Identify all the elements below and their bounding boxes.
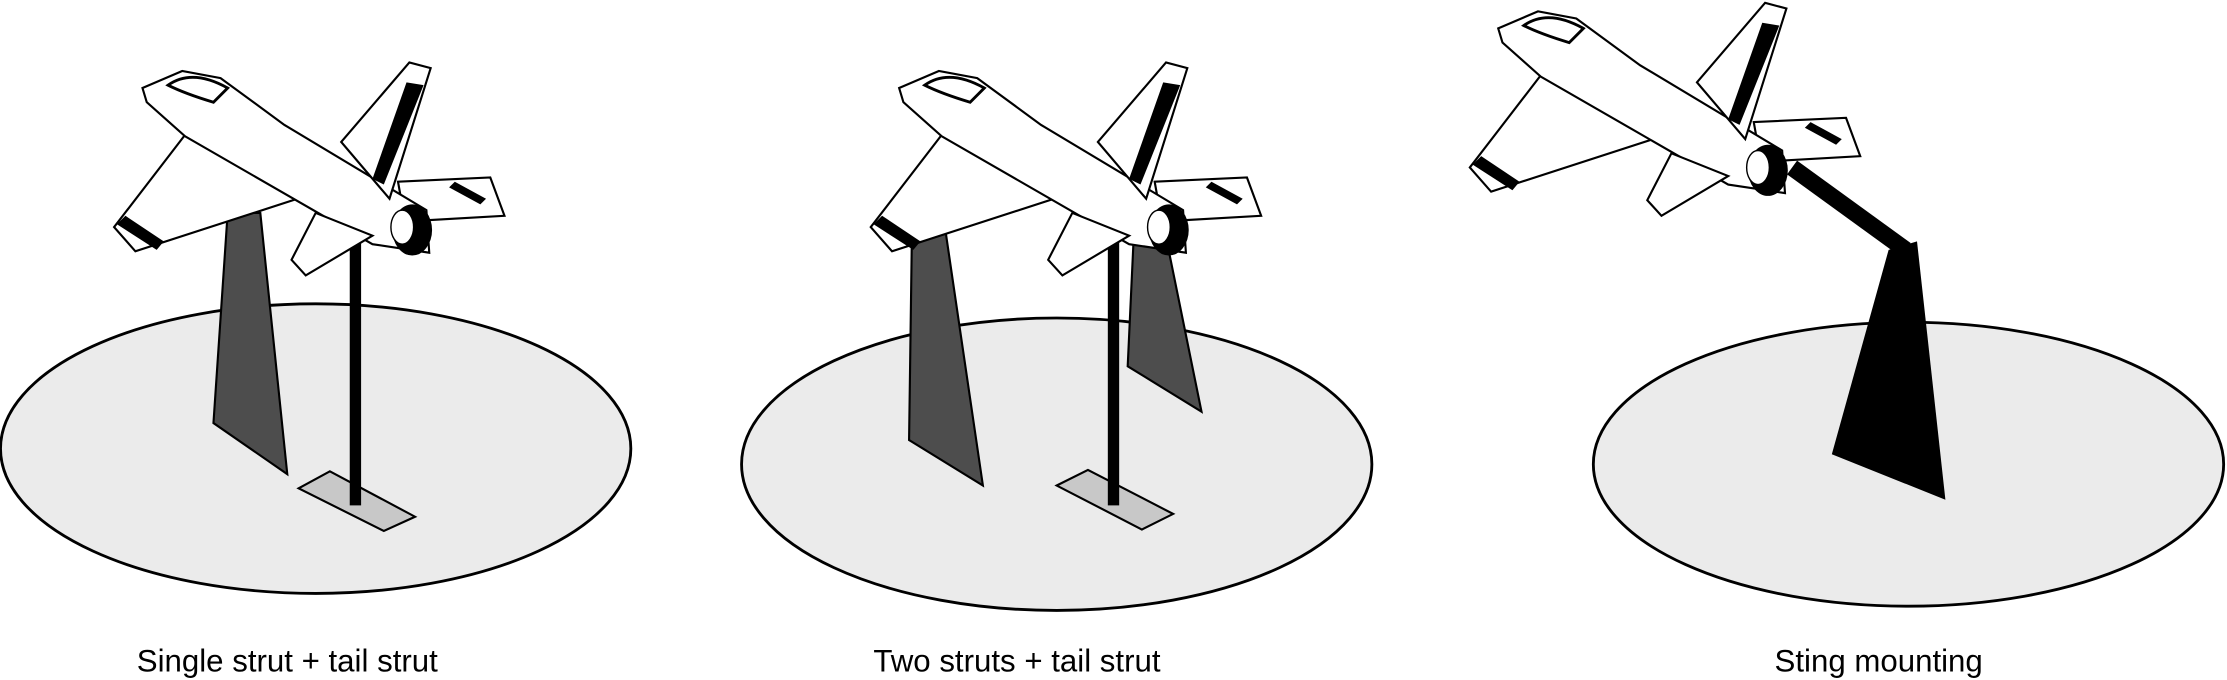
aircraft-model bbox=[112, 61, 506, 277]
sting-arm bbox=[1787, 160, 1911, 257]
tail-strut bbox=[1107, 241, 1120, 506]
tail-strut bbox=[349, 241, 362, 506]
tunnel-floor bbox=[0, 302, 633, 595]
panel-sting: Sting mounting bbox=[1468, 1, 2226, 678]
panel-label: Sting mounting bbox=[1775, 643, 1983, 678]
panel-two-struts: Two struts + tail strut bbox=[740, 61, 1374, 678]
sting-pylon bbox=[1831, 241, 1946, 500]
tunnel-floor bbox=[740, 316, 1374, 612]
panel-label: Two struts + tail strut bbox=[873, 643, 1160, 678]
panel-single-strut: Single strut + tail strut bbox=[0, 61, 633, 678]
panel-label: Single strut + tail strut bbox=[137, 643, 438, 678]
